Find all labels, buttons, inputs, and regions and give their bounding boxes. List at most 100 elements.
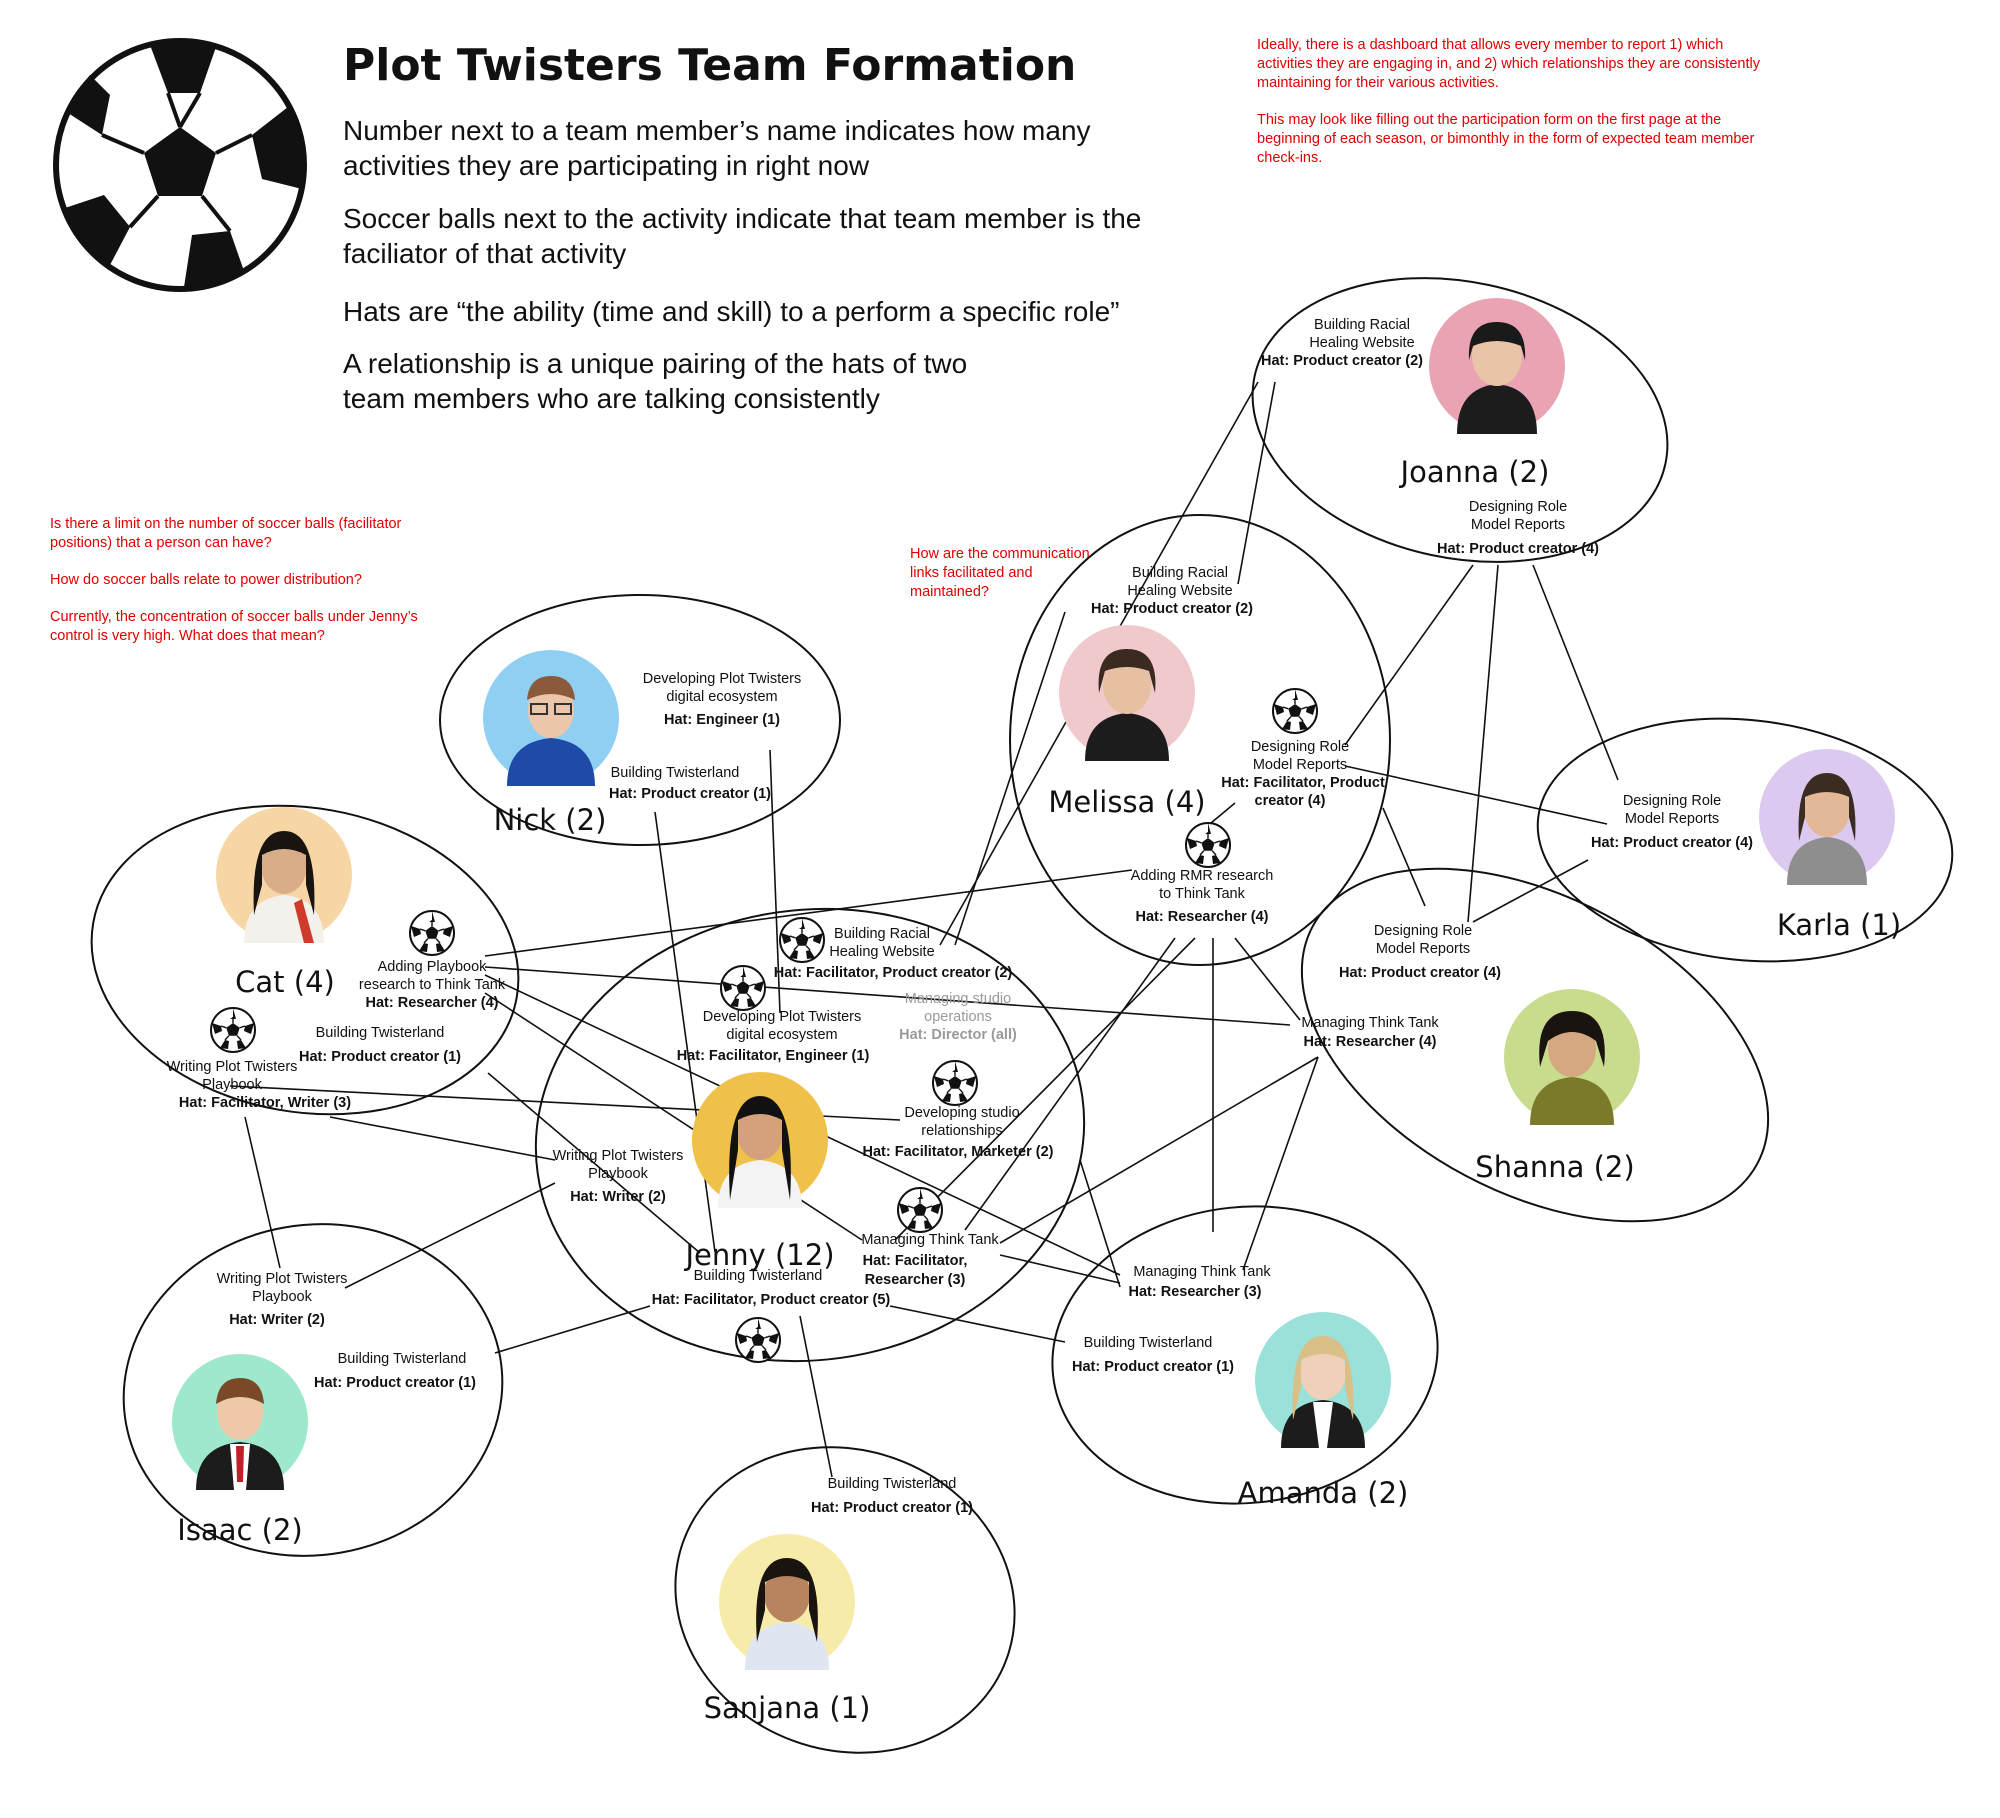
- activity-label: Building Twisterland: [611, 765, 740, 781]
- note-line: beginning of each season, or bimonthly i…: [1257, 131, 1754, 147]
- link-joanna-drmr-melissa-drmr: [1344, 564, 1474, 746]
- avatars: [172, 298, 1895, 1670]
- activity-joanna-drmr: Designing Role Model Reports Hat: Produc…: [1437, 499, 1599, 557]
- activity-shanna-drmr: Designing Role Model Reports Hat: Produc…: [1339, 923, 1501, 981]
- activity-label: Managing studio: [905, 991, 1011, 1007]
- link-cat-wpt-isaac-wpt: [244, 1116, 281, 1269]
- hat-label: Hat: Facilitator, Product creator (2): [774, 965, 1013, 981]
- member-name-melissa: Melissa (4): [1048, 785, 1205, 819]
- link-cat-bt-jenny-bt: [487, 1072, 701, 1254]
- hat-label: Hat: Researcher (4): [1136, 909, 1269, 925]
- link-jenny-bt-isaac-bt: [494, 1305, 651, 1354]
- nick-circle: [439, 594, 841, 846]
- member-name-shanna: Shanna (2): [1475, 1150, 1634, 1184]
- hat-label: Hat: Product creator (1): [314, 1375, 476, 1391]
- shanna-avatar: [1504, 989, 1640, 1125]
- isaac-avatar: [172, 1354, 308, 1490]
- activity-jenny-mso: Managing studio operations Hat: Director…: [899, 991, 1017, 1043]
- activity-cat-bt: Building Twisterland Hat: Product creato…: [299, 1025, 461, 1065]
- activity-label: Building Twisterland: [828, 1476, 957, 1492]
- link-melissa-rmr-cat-apr: [484, 869, 1133, 957]
- activity-amanda-bt: Building Twisterland Hat: Product creato…: [1072, 1335, 1234, 1375]
- activity-label: Managing Think Tank: [861, 1232, 999, 1248]
- jenny-brhw-facilitator-ball-icon: [779, 917, 825, 963]
- link-jenny-wpt-isaac-wpt: [344, 1182, 556, 1289]
- activity-label: relationships: [921, 1123, 1002, 1139]
- note-line: How do soccer balls relate to power dist…: [50, 572, 362, 588]
- hat-label: Hat: Facilitator,: [863, 1253, 968, 1269]
- activity-label: to Think Tank: [1159, 886, 1245, 902]
- activity-label: Model Reports: [1253, 757, 1347, 773]
- member-names: Joanna (2) Melissa (4) Nick (2) Cat (4) …: [177, 455, 1901, 1725]
- activity-label: Model Reports: [1625, 811, 1719, 827]
- link-jenny-dsr-amanda-mtt: [1079, 1159, 1121, 1288]
- note-line: How are the communication: [910, 546, 1090, 562]
- activity-isaac-bt: Building Twisterland Hat: Product creato…: [314, 1351, 476, 1391]
- member-name-karla: Karla (1): [1777, 908, 1901, 942]
- joanna-avatar: [1429, 298, 1565, 434]
- activity-jenny-bt: Building Twisterland Hat: Facilitator, P…: [652, 1268, 891, 1308]
- link-karla-drmr-shanna-drmr: [1472, 859, 1589, 923]
- note-top-right: Ideally, there is a dashboard that allow…: [1257, 37, 1761, 166]
- member-name-jenny: Jenny (12): [683, 1238, 834, 1272]
- activity-nick-dpt: Developing Plot Twisters digital ecosyst…: [643, 671, 802, 728]
- link-nick-bt-jenny-bt: [654, 811, 716, 1253]
- member-name-sanjana: Sanjana (1): [704, 1691, 871, 1725]
- melissa-drmr-facilitator-ball-icon: [1272, 688, 1318, 734]
- activity-label: Adding Playbook: [378, 959, 488, 975]
- activity-label: Building Twisterland: [316, 1025, 445, 1041]
- bullet-4-line-1: A relationship is a unique pairing of th…: [343, 348, 967, 379]
- activity-label: Designing Role: [1251, 739, 1349, 755]
- sanjana-avatar: [719, 1534, 855, 1670]
- link-melissa-rmr-jenny-mtt: [894, 937, 1196, 1241]
- karla-avatar: [1759, 749, 1895, 885]
- cat-avatar: [216, 807, 352, 943]
- link-melissa-drmr-shanna-drmr: [1382, 807, 1426, 907]
- hat-label: Hat: Product creator (2): [1091, 601, 1253, 617]
- shanna-circle: [1300, 867, 1770, 1223]
- hat-label: Hat: Product creator (4): [1339, 965, 1501, 981]
- hat-label: Hat: Product creator (4): [1437, 541, 1599, 557]
- melissa-circle: [1009, 514, 1391, 966]
- activity-jenny-dpt: Developing Plot Twisters digital ecosyst…: [677, 1009, 870, 1064]
- cat-apr-facilitator-ball-icon: [409, 910, 455, 956]
- activity-label: digital ecosystem: [666, 689, 777, 705]
- activity-isaac-wpt: Writing Plot Twisters Playbook Hat: Writ…: [217, 1271, 348, 1328]
- jenny-mtt-facilitator-ball-icon: [897, 1187, 943, 1233]
- note-line: Is there a limit on the number of soccer…: [50, 516, 402, 532]
- member-name-isaac: Isaac (2): [177, 1513, 302, 1547]
- link-shanna-mtt-amanda-mtt: [1242, 1056, 1319, 1271]
- member-name-nick: Nick (2): [494, 803, 607, 837]
- bullet-1-line-1: Number next to a team member’s name indi…: [343, 115, 1091, 146]
- activity-label: Writing Plot Twisters: [217, 1271, 348, 1287]
- link-joanna-brhw-melissa-brhw: [1237, 381, 1276, 585]
- note-line: activities they are engaging in, and 2) …: [1257, 56, 1761, 72]
- link-cat-apr-shanna-mtt: [484, 966, 1291, 1026]
- note-line: This may look like filling out the parti…: [1257, 112, 1721, 128]
- bullet-2-line-2: faciliator of that activity: [343, 238, 626, 269]
- link-melissa-rmr-jenny-bt: [964, 937, 1176, 1231]
- melissa-rmr-facilitator-ball-icon: [1185, 822, 1231, 868]
- activity-label: research to Think Tank: [359, 977, 506, 993]
- activity-label: Managing Think Tank: [1301, 1015, 1439, 1031]
- note-line: links facilitated and: [910, 565, 1033, 581]
- hat-label: Hat: Facilitator, Writer (3): [179, 1095, 351, 1111]
- activity-jenny-brhw: Building Racial Healing Website Hat: Fac…: [774, 926, 1013, 981]
- activity-cat-apr: Adding Playbook research to Think Tank H…: [359, 959, 506, 1011]
- activity-jenny-dsr: Developing studio relationships Hat: Fac…: [863, 1105, 1054, 1160]
- hat-label: Hat: Researcher (4): [1304, 1034, 1437, 1050]
- hat-label: Hat: Product creator (1): [299, 1049, 461, 1065]
- activity-sanjana-bt: Building Twisterland Hat: Product creato…: [811, 1476, 973, 1516]
- activity-label: Developing Plot Twisters: [643, 671, 802, 687]
- activity-label: Playbook: [588, 1166, 648, 1182]
- jenny-bt-facilitator-ball-icon: [735, 1317, 781, 1363]
- jenny-dpt-facilitator-ball-icon: [720, 965, 766, 1011]
- activity-label: operations: [924, 1009, 992, 1025]
- sanjana-circle: [674, 1446, 1016, 1754]
- cat-circle: [90, 804, 520, 1116]
- hat-label: Hat: Product creator (1): [811, 1500, 973, 1516]
- hat-label: Hat: Facilitator, Product: [1221, 775, 1385, 791]
- activity-joanna-brhw: Building Racial Healing Website Hat: Pro…: [1261, 317, 1423, 369]
- nick-avatar: [483, 650, 619, 786]
